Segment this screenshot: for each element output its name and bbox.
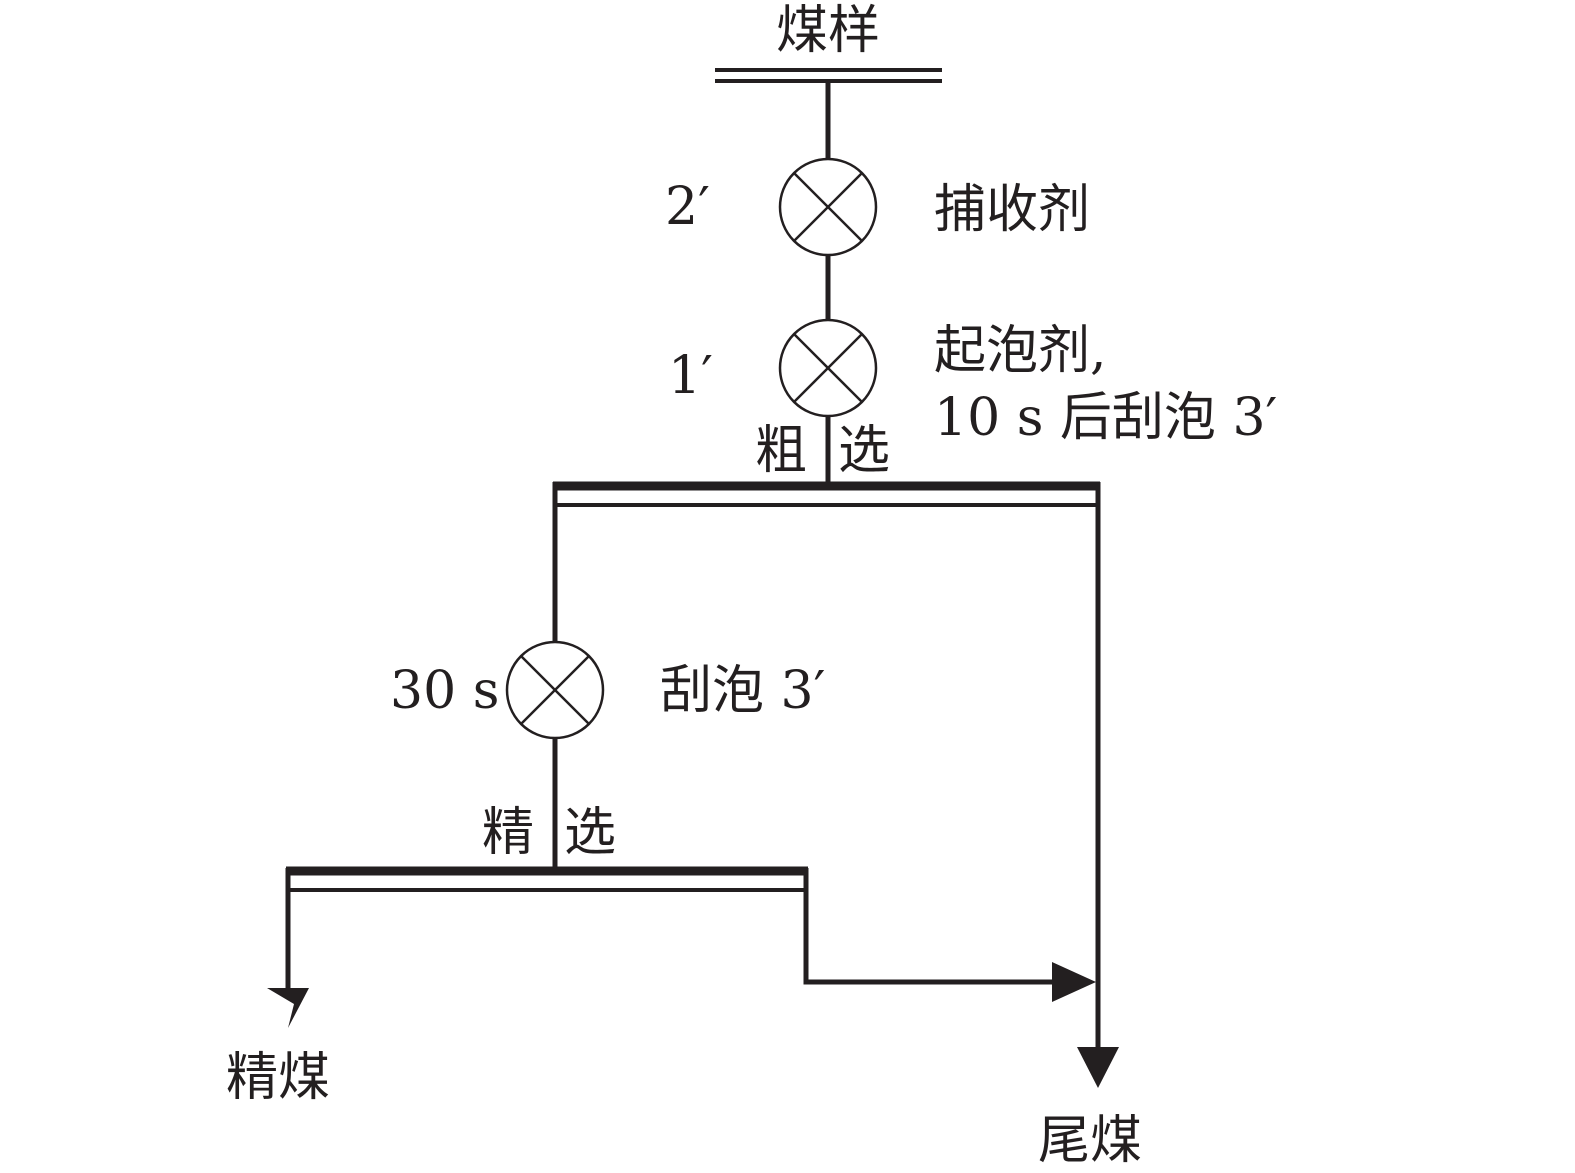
rougher-label-right: 选 xyxy=(838,421,890,481)
cleaner-note-label: 刮泡 3′ xyxy=(660,661,825,721)
cleaner-label-right: 选 xyxy=(564,803,616,863)
cleaner-tailings-arrowhead xyxy=(1052,962,1096,1002)
cleaner-conditioning-icon xyxy=(505,640,605,740)
rougher-bar xyxy=(553,481,1100,507)
collector-conditioning-icon xyxy=(778,157,878,257)
concentrate-product-label: 精煤 xyxy=(226,1048,330,1108)
tailings-product-label: 尾煤 xyxy=(1038,1111,1142,1171)
cleaner-tailings-line xyxy=(803,868,1058,985)
frother-reagent-label: 起泡剂, xyxy=(934,321,1107,381)
cleaner-time-label: 30 s xyxy=(390,661,499,721)
cleaner-label-left: 精 xyxy=(482,803,534,863)
feed-header-bar xyxy=(715,68,942,83)
rougher-label-left: 粗 xyxy=(755,421,807,481)
frother-conditioning-icon xyxy=(778,318,878,418)
cleaner-bar xyxy=(286,866,808,892)
collector-reagent-label: 捕收剂 xyxy=(934,180,1090,240)
collector-time-label: 2′ xyxy=(665,177,710,237)
feed-label: 煤样 xyxy=(776,1,880,61)
frother-time-label: 1′ xyxy=(668,346,713,406)
concentrate-arrowhead xyxy=(267,988,309,1028)
frother-note-label: 10 s 后刮泡 3′ xyxy=(934,388,1277,448)
tailings-arrowhead xyxy=(1077,1047,1119,1088)
